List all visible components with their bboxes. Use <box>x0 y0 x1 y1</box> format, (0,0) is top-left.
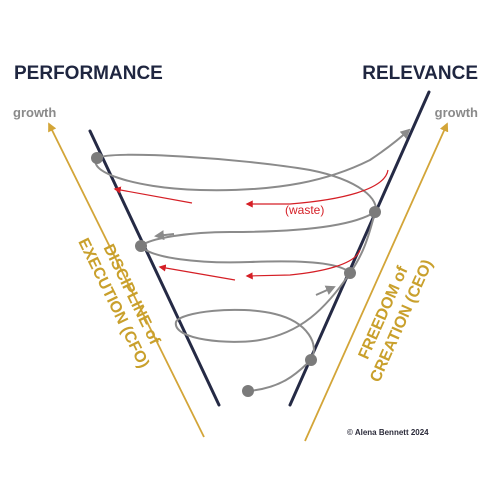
waste-arrow-right-lower <box>245 249 361 280</box>
relevance-heading: RELEVANCE <box>362 63 478 84</box>
dot-start <box>242 385 254 397</box>
spiral-arrow-lower <box>315 285 336 296</box>
waste-label: (waste) <box>285 203 324 217</box>
dot-relevance-bottom <box>305 354 317 366</box>
waste-arrow-right-upper <box>245 169 389 208</box>
performance-heading: PERFORMANCE <box>14 63 163 84</box>
dot-relevance-top <box>369 206 381 218</box>
right-growth-arrow <box>304 122 449 442</box>
freedom-label: FREEDOM of CREATION (CEO) <box>356 257 437 385</box>
waste-arrow-left-lower <box>158 264 236 281</box>
copyright-text: © Alena Bennett 2024 <box>347 428 429 437</box>
spiral-loop-middle <box>139 211 376 274</box>
discipline-label: DISCIPLINE of EXECUTION (CFO) <box>74 236 163 371</box>
growth-label-left: growth <box>13 105 56 120</box>
dot-performance-middle <box>135 240 147 252</box>
growth-label-right: growth <box>435 105 478 120</box>
dot-performance-top <box>91 152 103 164</box>
waste-arrow-left-upper <box>113 186 193 204</box>
performance-line <box>88 129 221 407</box>
spiral-arrow-middle <box>154 230 175 241</box>
left-growth-arrow <box>48 122 205 438</box>
dot-relevance-middle <box>344 267 356 279</box>
